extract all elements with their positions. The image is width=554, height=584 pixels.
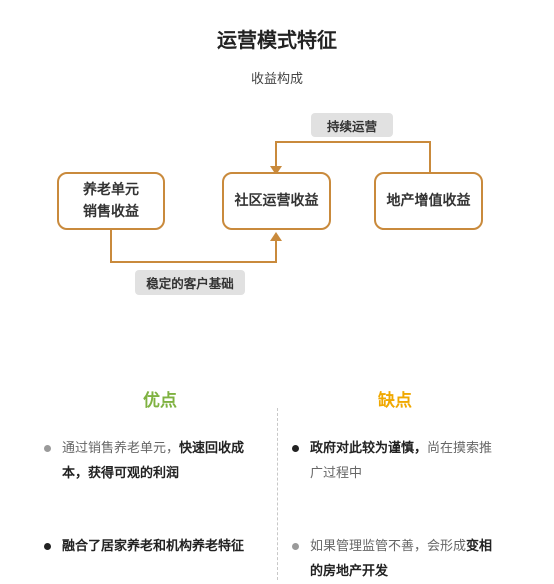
stable-customer-base-label: 稳定的客户基础 [135, 270, 245, 295]
loop-arrow-line [275, 141, 431, 174]
pros-item-1: 通过销售养老单元，快速回收成 本，获得可观的利润 [44, 436, 269, 486]
bullet-icon [292, 445, 299, 452]
cons-item-2: 如果管理监管不善，会形成变相 的房地产开发 [292, 534, 517, 584]
cons-item-2-bold1: 变相 [466, 539, 493, 554]
box-real-estate-appreciation: 地产增值收益 [374, 172, 483, 230]
box-unit-sales-line1: 养老单元 [83, 182, 139, 198]
box-unit-sales-line2: 销售收益 [83, 204, 139, 220]
cons-heading: 缺点 [378, 391, 412, 411]
cons-item-1-bold: 政府对此较为谨慎， [310, 441, 428, 456]
bullet-icon [44, 445, 51, 452]
cons-item-1: 政府对此较为谨慎，尚在摸索推 广过程中 [292, 436, 517, 486]
box-unit-sales-income: 养老单元 销售收益 [57, 172, 165, 230]
pros-heading: 优点 [143, 391, 177, 411]
cons-item-1-plain2: 广过程中 [310, 466, 363, 481]
pros-cons-divider [277, 408, 278, 580]
pros-item-2-bold: 融合了居家养老和机构养老特征 [62, 539, 245, 554]
section-subtitle: 收益构成 [250, 72, 303, 87]
pros-item-1-bold1: 快速回收成 [179, 441, 245, 456]
continuous-operation-label: 持续运营 [311, 113, 393, 137]
cons-item-2-plain: 如果管理监管不善，会形成 [310, 539, 467, 554]
page-title: 运营模式特征 [217, 28, 337, 52]
base-arrow-line [110, 230, 277, 263]
cons-item-2-bold2: 的房地产开发 [310, 564, 389, 579]
bullet-icon [292, 543, 299, 550]
base-arrowhead [270, 232, 282, 241]
loop-arrowhead [270, 166, 282, 175]
pros-item-1-bold2: 本，获得可观的利润 [62, 466, 180, 481]
box-community-operation-income: 社区运营收益 [222, 172, 331, 230]
pros-item-1-plain: 通过销售养老单元， [62, 441, 180, 456]
bullet-icon [44, 543, 51, 550]
pros-item-2: 融合了居家养老和机构养老特征 [44, 534, 274, 559]
cons-item-1-plain1: 尚在摸索推 [427, 441, 493, 456]
